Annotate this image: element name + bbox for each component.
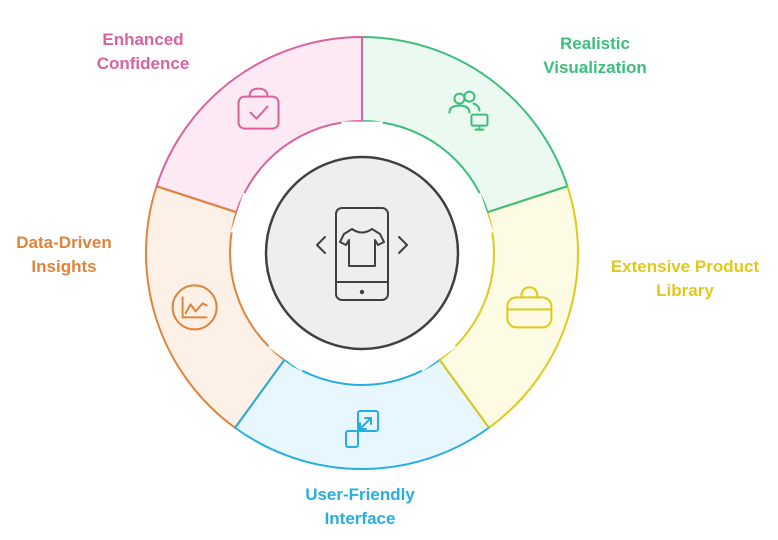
segment-gap-interface [267,330,313,372]
handbag-icon [506,286,553,329]
segment-library [438,184,579,430]
line-chart-icon [171,284,218,331]
segment-divider [487,185,568,214]
segment-gap-insights [230,192,264,236]
shopping-bag-check-icon [237,87,280,130]
segment-gap-confidence [341,121,383,145]
phone-tshirt-icon [316,207,408,301]
label-user-friendly-interface: User-Friendly Interface [305,485,415,528]
center-circle [264,155,460,351]
users-monitor-icon [448,90,489,131]
label-realistic-visualization: Realistic Visualization [543,34,647,77]
segment-divider [438,359,490,429]
segment-divider [234,359,286,429]
segment-insights [145,184,286,430]
segment-realistic [361,35,569,214]
segment-divider [156,185,237,214]
label-enhanced-confidence: Enhanced Confidence [96,30,190,73]
segment-gap-library [411,330,457,372]
segment-confidence [155,35,363,214]
label-extensive-product-library: Extensive Product Library [610,257,760,300]
segment-gap-realistic [460,192,494,236]
segment-interface [233,358,491,470]
resize-arrows-icon [345,410,379,448]
label-data-driven-insights: Data-Driven Insights [16,233,112,276]
